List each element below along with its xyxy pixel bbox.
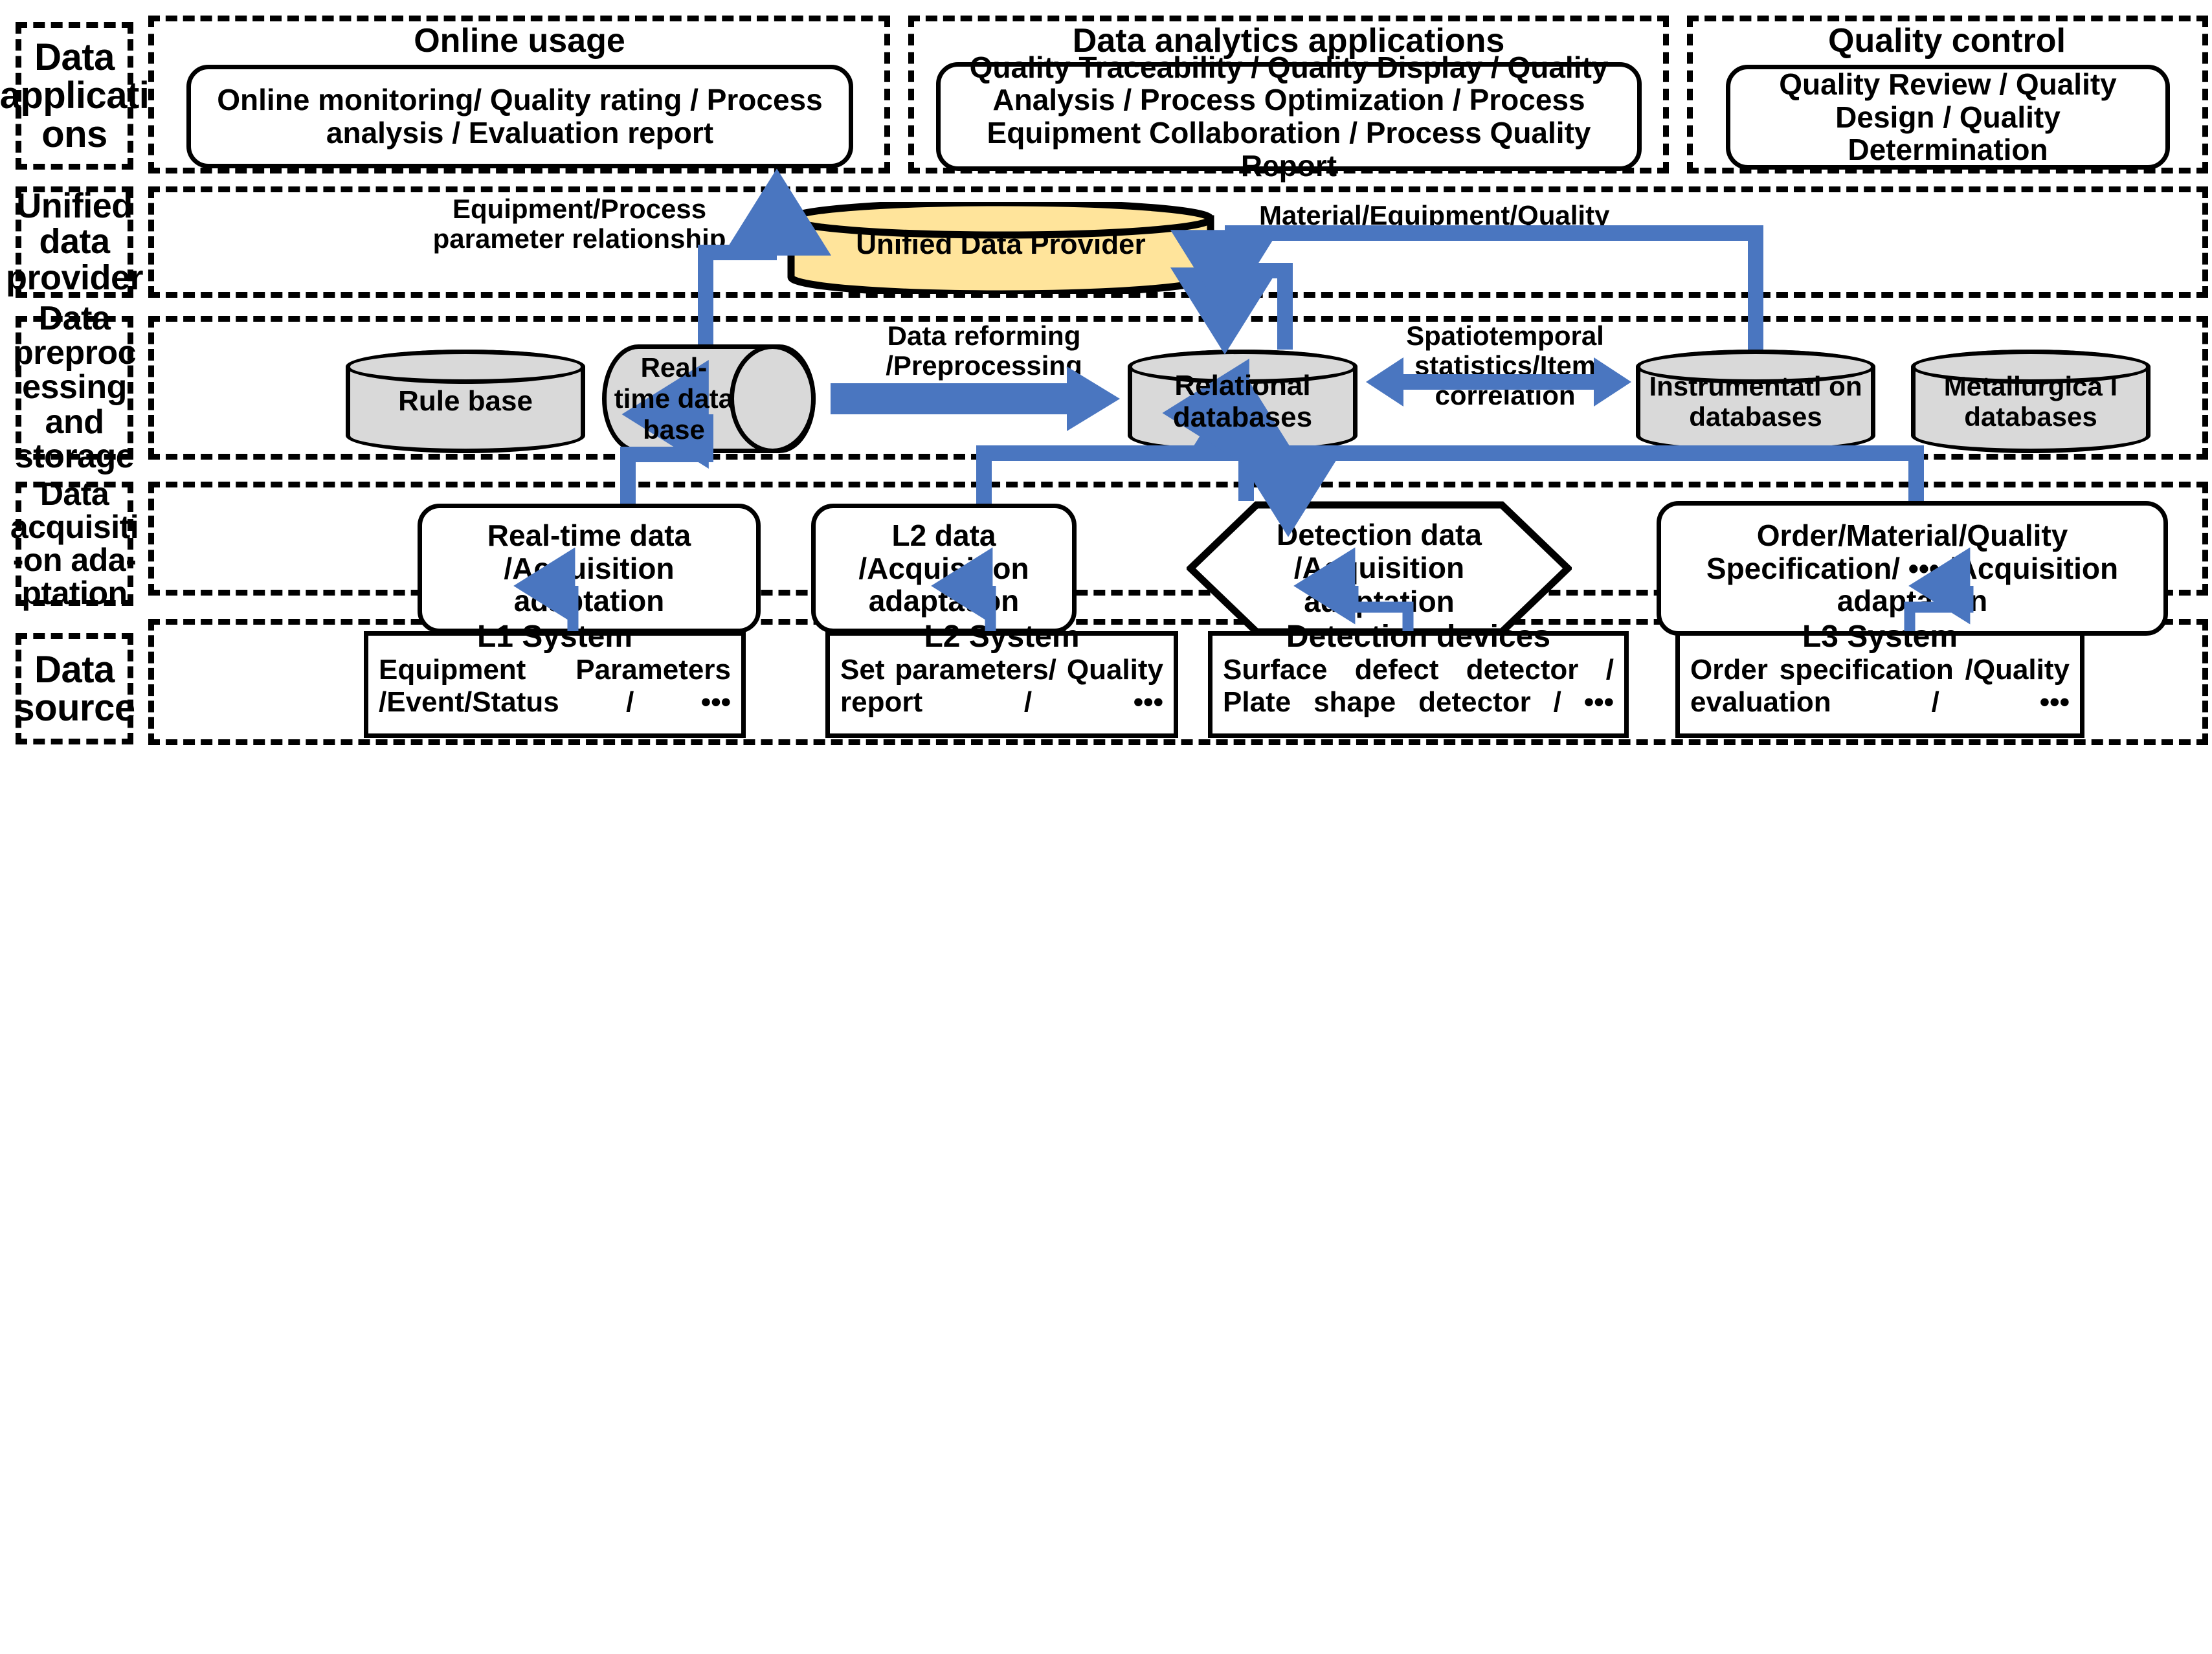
- node-label-text: Instrumentati on databases: [1649, 370, 1862, 432]
- edge-label-equipment-process-parameter: Equipment/Process parameter relationship: [395, 194, 764, 254]
- edge-label-text: Equipment/Process parameter relationship: [432, 194, 726, 254]
- row-label-line: storage: [14, 437, 135, 475]
- edge-label-spatiotemporal: Spatiotemporal statistics/Item correlati…: [1376, 320, 1635, 411]
- node-real-time-database[interactable]: Real- time data base: [602, 344, 816, 453]
- node-label-text: Detection data /Acquisition adaptation: [1277, 517, 1482, 618]
- node-label-text: Real- time data base: [614, 352, 734, 445]
- source-title: Detection devices: [1286, 619, 1551, 654]
- row-label-line: applicati: [0, 74, 150, 117]
- row-label-line: ptation: [21, 575, 128, 611]
- row-label-line: preproc: [12, 334, 137, 372]
- node-order-material-quality-acquisition[interactable]: Order/Material/Quality Specification/ ••…: [1657, 501, 2168, 636]
- row-label-line: acquisiti: [10, 509, 139, 545]
- row-label-line: provider: [5, 258, 144, 297]
- cylinder-lid: [346, 350, 585, 384]
- node-relational-databases[interactable]: Relational databases: [1128, 350, 1357, 453]
- row-label-line: -on ada-: [12, 542, 137, 578]
- row-container-data-applications: [148, 16, 890, 173]
- row-label-line: data: [39, 222, 110, 262]
- edge-label-data-reforming: Data reforming /Preprocessing results: [842, 320, 1126, 411]
- node-l2-data-acquisition[interactable]: L2 data /Acquisition adaptation: [811, 504, 1077, 633]
- row-label-line: Data: [38, 300, 111, 338]
- edge-label-text: Material/Equipment/Quality: [1259, 200, 1610, 230]
- node-l1-system[interactable]: L1 System Equipment Parameters /Event/St…: [364, 620, 746, 738]
- unified-data-provider-cylinder-shape: [787, 202, 1214, 294]
- row-label-line: and: [45, 403, 104, 441]
- cylinder-side-cap: [730, 344, 816, 453]
- node-l3-system[interactable]: L3 System Order specification /Quality e…: [1675, 620, 2084, 738]
- source-title: L3 System: [1802, 619, 1958, 654]
- application-card-text: Quality Review / Quality Design / Qualit…: [1779, 67, 2117, 167]
- application-card-data-analytics[interactable]: Quality Traceability / Quality Display /…: [936, 50, 1642, 182]
- node-label: Unified Data Provider: [787, 228, 1214, 262]
- row-label-line: ons: [41, 113, 107, 155]
- row-container-quality-control: [1687, 16, 2208, 173]
- group-title-online-usage: Online usage: [159, 21, 880, 61]
- application-card-online-usage[interactable]: Online monitoring/ Quality rating / Proc…: [186, 65, 853, 168]
- source-title: L2 System: [924, 619, 1080, 654]
- edge-label-text: Data reforming /Preprocessing results: [886, 320, 1082, 411]
- node-rule-base[interactable]: Rule base: [346, 350, 585, 453]
- application-card-text: Quality Traceability / Quality Display /…: [969, 50, 1609, 183]
- cylinder-lid: [1911, 350, 2151, 384]
- row-label-line: source: [14, 687, 135, 729]
- node-unified-data-provider[interactable]: Unified Data Provider: [787, 202, 1214, 294]
- application-card-text: Online monitoring/ Quality rating / Proc…: [217, 83, 823, 150]
- node-label-text: Real-time data /Acquisition adaptation: [487, 519, 691, 618]
- group-title-text: Online usage: [414, 21, 625, 60]
- row-label-line: Data: [34, 36, 115, 79]
- node-label-text: Metallurgica l databases: [1943, 370, 2118, 432]
- group-title-data-analytics: Data analytics applications: [918, 21, 1659, 61]
- row-label-line: essing: [22, 368, 127, 407]
- node-real-time-data-acquisition[interactable]: Real-time data /Acquisition adaptation: [418, 504, 761, 633]
- source-body: Order specification /Quality evaluation …: [1690, 654, 2070, 718]
- node-label-text: Relational databases: [1172, 369, 1313, 433]
- node-label: Detection data /Acquisition adaptation: [1248, 501, 1510, 636]
- node-label-text: Rule base: [398, 385, 533, 418]
- row-label-line: Data: [34, 648, 115, 691]
- source-body: Set parameters/ Quality report / •••: [840, 654, 1163, 718]
- node-label-text: L2 data /Acquisition adaptation: [858, 519, 1029, 618]
- source-title: L1 System: [476, 619, 633, 654]
- row-label-line: Data: [39, 476, 109, 512]
- group-title-quality-control: Quality control: [1696, 21, 2198, 61]
- node-instrumentation-databases[interactable]: Instrumentati on databases: [1636, 350, 1875, 453]
- node-l2-system[interactable]: L2 System Set parameters/ Quality report…: [825, 620, 1178, 738]
- node-label-text: Unified Data Provider: [856, 229, 1146, 260]
- row-container-source: [148, 619, 2208, 745]
- node-label-text: Order/Material/Quality Specification/ ••…: [1706, 519, 2119, 618]
- node-metallurgical-databases[interactable]: Metallurgica l databases: [1911, 350, 2151, 453]
- row-label-line: Unified: [16, 186, 133, 226]
- node-detection-devices[interactable]: Detection devices Surface defect detecto…: [1208, 620, 1629, 738]
- group-title-text: Quality control: [1828, 21, 2066, 60]
- node-detection-data-acquisition[interactable]: Detection data /Acquisition adaptation: [1187, 501, 1572, 636]
- application-card-quality-control[interactable]: Quality Review / Quality Design / Qualit…: [1726, 65, 2170, 170]
- edge-label-text: Spatiotemporal statistics/Item correlati…: [1406, 320, 1604, 411]
- source-body: Equipment Parameters /Event/Status / •••: [379, 654, 731, 718]
- edge-label-material-equipment-quality: Material/Equipment/Quality: [1259, 200, 1771, 230]
- source-body: Surface defect detector / Plate shape de…: [1223, 654, 1614, 718]
- group-title-text: Data analytics applications: [1072, 21, 1505, 60]
- cylinder-lid: [1636, 350, 1875, 384]
